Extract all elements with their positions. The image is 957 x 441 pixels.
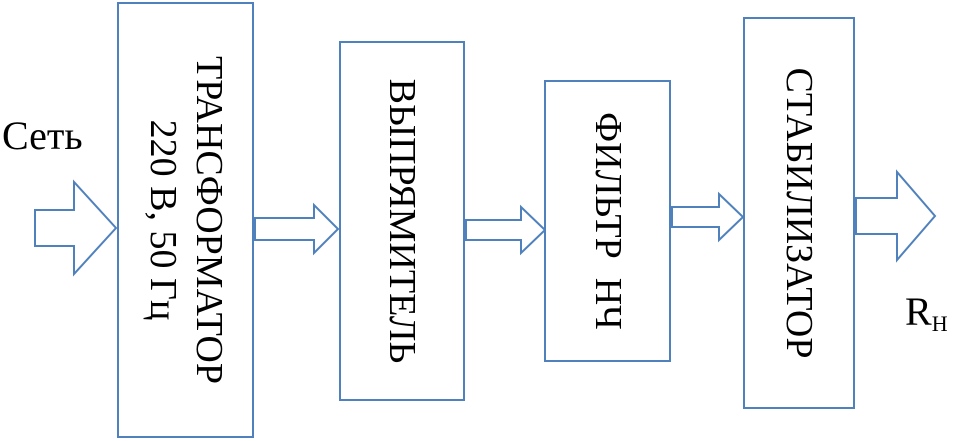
filter-title: ФИЛЬТР НЧ (586, 112, 629, 330)
output-arrow-icon (855, 169, 937, 263)
arrow-rectifier-to-filter-icon (465, 204, 547, 256)
transformer-title: ТРАНСФОРМАТОР (187, 56, 230, 384)
filter-block: ФИЛЬТР НЧ (544, 80, 671, 362)
input-label: Сеть (2, 113, 83, 158)
stabilizer-block: СТАБИЛИЗАТОР (743, 17, 855, 409)
stabilizer-title: СТАБИЛИЗАТОР (778, 67, 820, 359)
output-label-subscript: Н (931, 311, 948, 336)
stabilizer-label: СТАБИЛИЗАТОР (776, 67, 822, 358)
output-label-main: R (905, 289, 932, 334)
arrow-transformer-to-rectifier-icon (254, 202, 340, 256)
output-label: RН (905, 289, 948, 335)
transformer-label: ТРАНСФОРМАТОР 220 В, 50 Гц (140, 56, 232, 384)
rectifier-label: ВЫПРЯМИТЕЛЬ (379, 79, 425, 364)
arrow-filter-to-stabilizer-icon (671, 191, 745, 243)
input-arrow-icon (34, 179, 118, 277)
rectifier-title: ВЫПРЯМИТЕЛЬ (381, 78, 423, 364)
transformer-block: ТРАНСФОРМАТОР 220 В, 50 Гц (117, 2, 254, 438)
rectifier-block: ВЫПРЯМИТЕЛЬ (339, 41, 465, 401)
transformer-rating: 220 В, 50 Гц (141, 119, 184, 321)
